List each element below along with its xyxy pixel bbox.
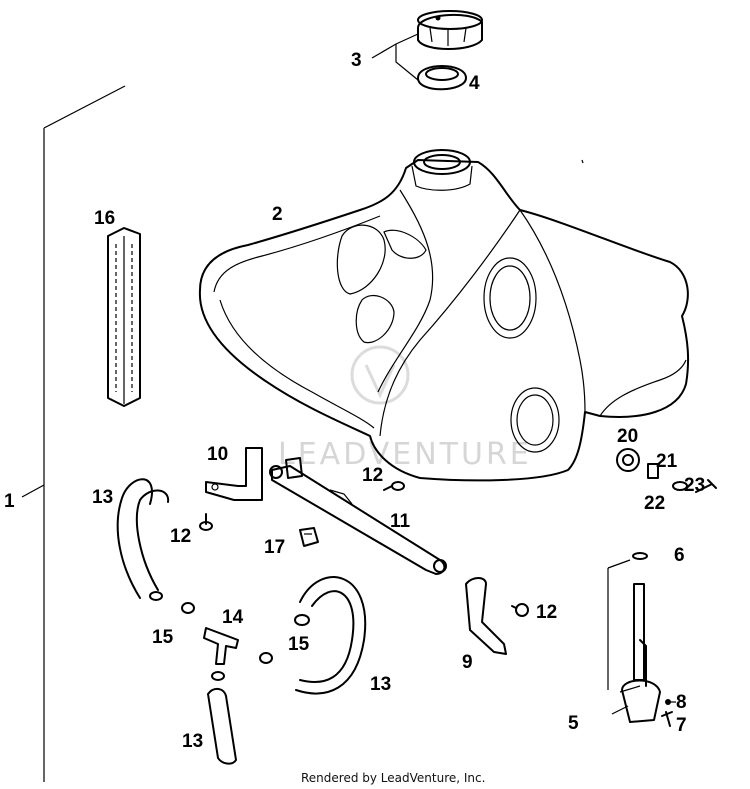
clamp-15-left[interactable] [181, 602, 273, 681]
bracket-10[interactable] [205, 447, 263, 501]
bracket-9[interactable] [465, 577, 507, 655]
label-13-right: 13 [370, 674, 391, 695]
hose-13-left[interactable] [116, 478, 170, 601]
label-9: 9 [462, 652, 473, 673]
label-8: 8 [676, 692, 687, 713]
tap-screw-7[interactable] [661, 711, 673, 727]
label-11: 11 [390, 511, 411, 532]
cross-bar[interactable] [269, 457, 447, 575]
label-15-left: 15 [152, 627, 174, 648]
hose-13-bottom[interactable] [207, 688, 237, 765]
label-3: 3 [351, 50, 362, 71]
label-1: 1 [4, 491, 15, 512]
footer-credit: Rendered by LeadVenture, Inc. [301, 771, 485, 785]
label-12-right: 12 [536, 602, 557, 623]
screw-12-top[interactable] [383, 481, 405, 491]
hose-13-right[interactable] [295, 576, 367, 695]
clip-17[interactable] [299, 527, 319, 547]
label-16: 16 [94, 208, 115, 229]
label-4: 4 [469, 73, 480, 94]
screw-12-left[interactable] [199, 513, 213, 531]
tap-screw-8[interactable] [665, 699, 671, 705]
o-ring-6[interactable] [632, 552, 648, 560]
label-14: 14 [222, 607, 244, 628]
t-fitting[interactable] [203, 627, 239, 665]
assembly-bracket [21, 85, 584, 782]
clamp-15-right[interactable] [294, 614, 310, 626]
label-12-top: 12 [362, 465, 383, 486]
label-20: 20 [617, 426, 638, 447]
label-12-left: 12 [170, 526, 191, 547]
label-6: 6 [674, 545, 685, 566]
label-2: 2 [272, 204, 283, 225]
label-23: 23 [684, 475, 705, 496]
tank-bushing-set[interactable] [616, 448, 717, 493]
label-10: 10 [207, 444, 228, 465]
label-17: 17 [264, 537, 285, 558]
watermark: LEADVENTURE [278, 345, 532, 472]
label-5: 5 [568, 713, 579, 734]
label-13-left: 13 [92, 487, 113, 508]
fuel-cap[interactable] [417, 10, 483, 50]
part-labels: 1 2 3 4 5 6 7 8 9 10 11 12 12 12 13 13 1… [4, 50, 705, 752]
cap-gasket[interactable] [417, 65, 467, 91]
fuel-tap[interactable] [607, 559, 661, 723]
watermark-text: LEADVENTURE [278, 437, 532, 472]
label-15-right: 15 [288, 634, 310, 655]
label-21: 21 [656, 451, 678, 472]
label-13-bottom: 13 [182, 731, 203, 752]
label-22: 22 [644, 493, 665, 514]
fuel-tank[interactable] [198, 149, 690, 482]
label-7: 7 [676, 715, 687, 736]
leader-lines [371, 33, 676, 715]
screw-12-right[interactable] [511, 603, 529, 617]
rubber-strip[interactable] [107, 227, 141, 407]
